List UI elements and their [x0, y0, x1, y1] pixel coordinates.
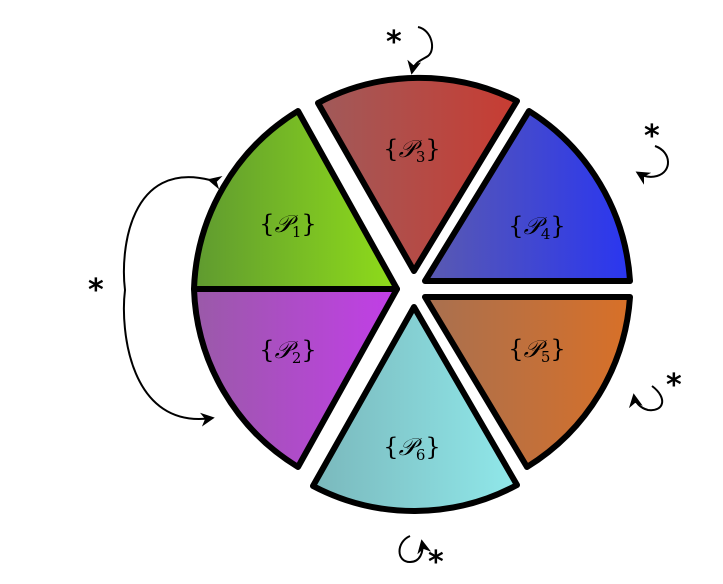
loop-star-p6: * — [428, 545, 444, 580]
sector-p3 — [315, 74, 520, 274]
sector-label-p6: {𝒫6} — [383, 433, 440, 464]
swap-arrow-p1-p2 — [122, 175, 223, 427]
sector-p1 — [191, 108, 400, 292]
loop-star-p5: * — [666, 368, 682, 403]
loop-arrow-p6 — [398, 535, 432, 564]
sector-label-p5: {𝒫5} — [508, 335, 565, 366]
sector-p6 — [310, 304, 520, 514]
sector-label-p1: {𝒫1} — [259, 210, 316, 241]
sector-p2 — [191, 286, 400, 470]
sector-label-p2: {𝒫2} — [259, 336, 316, 367]
sector-p5 — [422, 294, 633, 470]
sector-p4 — [422, 108, 633, 284]
swap-star-label: * — [88, 273, 104, 308]
loop-arrow-p3 — [407, 26, 434, 75]
loop-star-p3: * — [386, 25, 402, 60]
loop-arrow-p5 — [628, 385, 663, 412]
loop-star-p4: * — [644, 119, 660, 154]
sector-label-p3: {𝒫3} — [383, 135, 440, 166]
sector-label-p4: {𝒫4} — [508, 212, 565, 243]
loop-arrow-p4 — [635, 145, 669, 185]
